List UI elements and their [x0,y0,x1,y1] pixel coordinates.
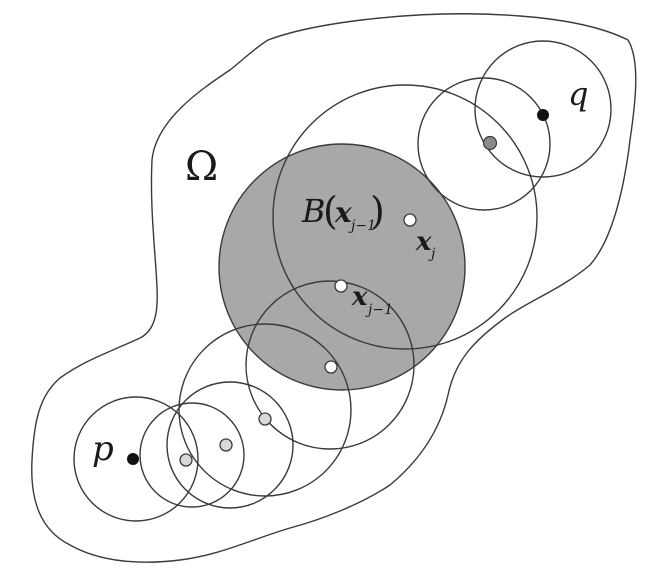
point-x-j-minus-1 [334,279,348,293]
label-B-sub: j−1 [348,218,376,234]
label-x-j: x j [415,227,436,262]
label-B-open-paren: ( [323,189,338,233]
label-x-jm1-letter: x [351,282,368,312]
label-B-close-paren: ) [370,189,385,233]
ball-large-xj [272,84,538,350]
ball-near-q-2 [474,40,612,178]
point-p [127,453,139,465]
domain-boundary [31,13,637,563]
point-chain-2 [219,438,233,452]
label-p: p [92,429,114,469]
label-x-jm1-sub: j−1 [365,302,393,318]
point-q [537,109,549,121]
label-q: q [568,75,588,113]
label-x-j-sub: j [428,246,436,262]
point-chain-1 [179,453,193,467]
label-omega: Ω [185,144,218,190]
ball-chain-4 [245,280,415,450]
ball-chain-2 [166,381,294,509]
label-ball-B: B ( x j−1 ) [301,189,385,234]
ball-near-q-1 [417,77,551,211]
point-chain-4 [324,360,338,374]
label-B-letter: B [301,192,326,230]
ball-chain-1 [139,402,245,508]
point-chain-3 [258,412,272,426]
point-x-j [403,213,417,227]
label-x-j-letter: x [415,227,432,257]
ball-near-p [73,396,199,522]
ball-chain-3 [178,323,352,497]
label-x-j-minus-1: x j−1 [351,282,393,318]
shaded-ball [218,143,466,391]
point-near-q [482,135,498,151]
label-B-x: x [334,196,352,229]
